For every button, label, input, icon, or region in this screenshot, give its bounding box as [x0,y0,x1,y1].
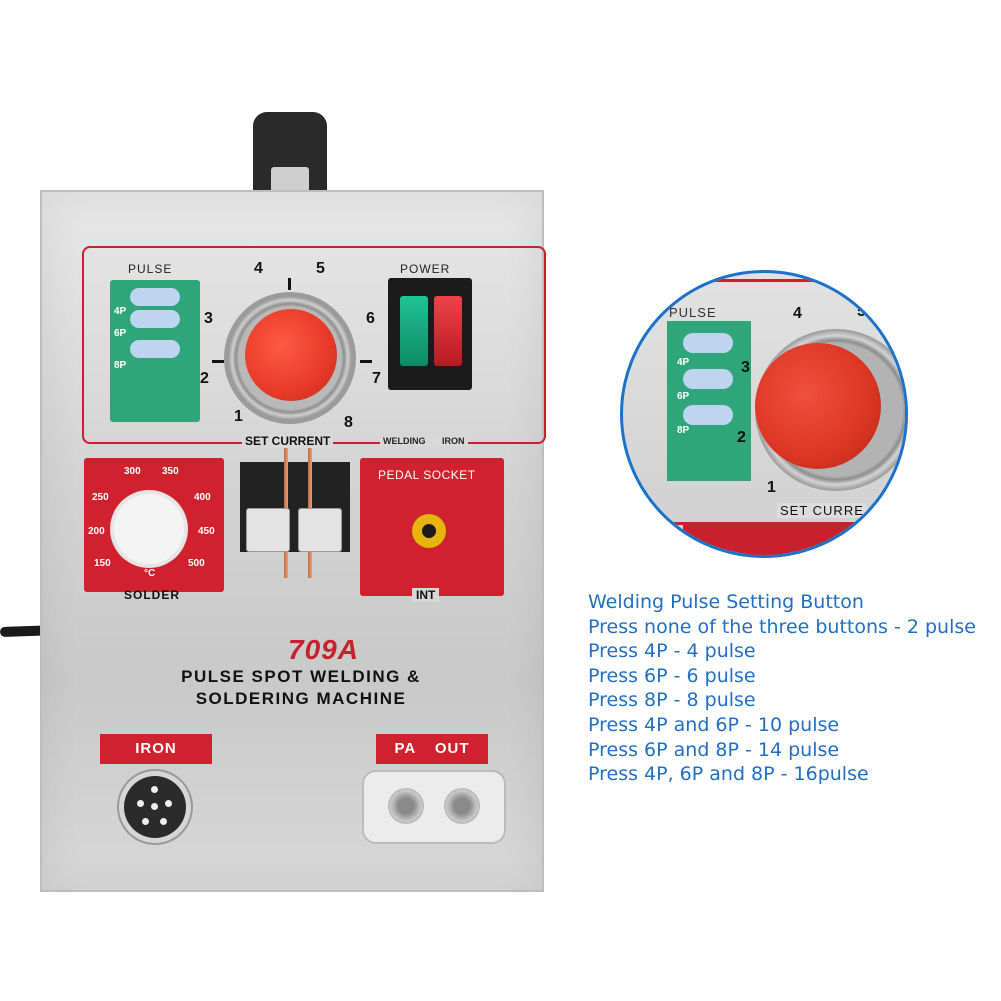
zoom-pulse-label-6p: 6P [677,391,690,402]
power-switch-red[interactable] [434,296,462,366]
connector-pin [165,800,172,807]
machine-name-line-2: SOLDERING MACHINE [195,689,407,708]
dial-number-5: 5 [316,260,325,277]
dial-number-1: 1 [234,408,243,425]
connector-pin [142,818,149,825]
pulse-label-6p: 6P [114,328,127,339]
pedal-socket-title: PEDAL SOCKET [378,468,476,482]
caption-line: Press 6P and 8P - 14 pulse [588,738,840,761]
solder-temp-350: 350 [162,466,179,477]
solder-temp-450: 450 [198,526,215,537]
power-title: POWER [400,262,451,276]
zoom-inset: PULSE 4P 6P 8P 1 2 3 4 5 SET CURRE [620,270,908,558]
dial-number-3: 3 [204,310,213,327]
connector-pin [160,818,167,825]
caption-line: Press 8P - 8 pulse [588,689,756,712]
solder-label: SOLDER [124,588,181,602]
solder-unit: °C [144,568,156,579]
connector-pin [151,786,158,793]
zoom-pulse-button-6p [683,405,733,425]
zoom-pulse-label-8p: 8P [677,425,690,436]
solder-temp-250: 250 [92,492,109,503]
zoom-dial-knob [755,343,881,469]
caption-title: Welding Pulse Setting Button [588,591,864,613]
pulse-panel: 4P 6P 8P [110,280,200,422]
iron-tag: IRON [100,734,212,764]
dial-number-7: 7 [372,370,381,387]
pulse-setting-caption: Welding Pulse Setting Button Press none … [588,590,998,787]
dial-tick [360,360,372,363]
zoom-dial-number-4: 4 [793,305,802,322]
caption-line: Press 6P - 6 pulse [588,664,756,687]
welding-machine: PULSE 4P 6P 8P 1 2 3 4 5 6 7 8 POWER SET… [40,190,546,892]
power-switch-green[interactable] [400,296,428,366]
caption-line: Press 4P - 4 pulse [588,640,756,663]
dial-number-2: 2 [200,370,209,387]
solder-temp-400: 400 [194,492,211,503]
zoom-dial-number-2: 2 [737,429,746,446]
dial-number-8: 8 [344,414,353,431]
zoom-set-current-label: SET CURRE [777,503,867,518]
pa-out-tag: PA OUT [376,734,488,764]
dial-tick [212,360,224,363]
model-number: 709A [288,634,359,665]
pulse-button-6p[interactable] [130,340,180,358]
zoom-pulse-button-4p [683,369,733,389]
electrode-clamp-left [246,508,290,552]
pa-out-terminal-right[interactable] [444,788,480,824]
machine-name: PULSE SPOT WELDING & SOLDERING MACHINE [156,666,446,710]
caption-line: Press 4P, 6P and 8P - 16pulse [588,763,869,786]
pulse-button-top[interactable] [130,288,180,306]
current-dial-knob[interactable] [245,309,337,401]
zoom-pulse-button-top [683,333,733,353]
zoom-dial-number-5: 5 [857,303,866,320]
machine-name-line-1: PULSE SPOT WELDING & [181,667,421,686]
pa-out-plate [362,770,506,844]
dial-tick [288,278,291,290]
solder-temp-200: 200 [88,526,105,537]
pulse-label-4p: 4P [114,306,127,317]
pa-out-terminal-left[interactable] [388,788,424,824]
power-switch-housing [388,278,472,390]
pulse-label-8p: 8P [114,360,127,371]
solder-panel: 150 200 250 300 350 400 450 500 °C [84,458,224,592]
connector-pin [137,800,144,807]
electrode-clamp-right [298,508,342,552]
machine-handle [253,112,327,200]
zoom-pulse-title: PULSE [669,305,717,320]
caption-line: Press none of the three buttons - 2 puls… [588,615,976,638]
int-label: INT [412,588,440,602]
zoom-dial-number-3: 3 [741,359,750,376]
zoom-pulse-panel: 4P 6P 8P [667,321,751,481]
solder-temp-300: 300 [124,466,141,477]
dial-number-6: 6 [366,310,375,327]
solder-temperature-knob[interactable] [114,494,184,564]
solder-temp-150: 150 [94,558,111,569]
connector-pin [151,803,158,810]
pulse-title: PULSE [128,262,173,276]
solder-temp-500: 500 [188,558,205,569]
dial-number-4: 4 [254,260,263,277]
pedal-socket-panel: PEDAL SOCKET [360,458,504,596]
caption-line: Press 4P and 6P - 10 pulse [588,713,840,736]
iron-connector-socket[interactable] [124,776,186,838]
zoom-solder-panel-edge [683,523,883,555]
set-current-label: SET CURRENT [242,434,334,448]
pulse-button-4p[interactable] [130,310,180,328]
welding-iron-label: WELDING IRON [380,436,468,446]
zoom-dial-number-1: 1 [767,479,776,496]
zoom-pulse-label-4p: 4P [677,357,690,368]
pedal-socket[interactable] [412,514,446,548]
